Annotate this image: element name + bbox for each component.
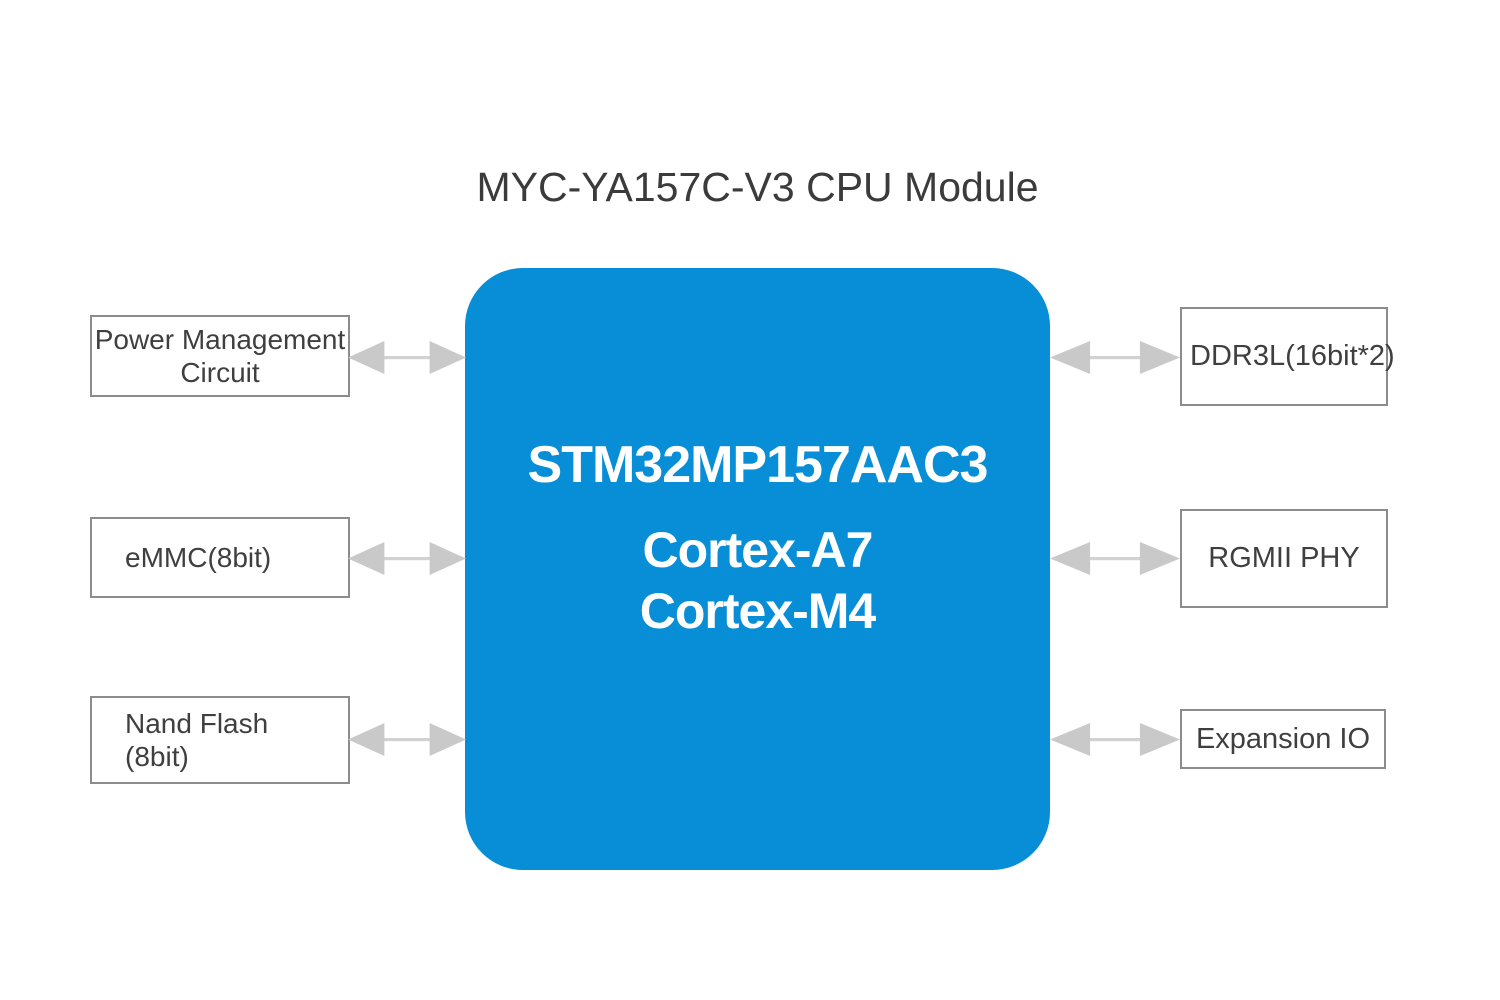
arrowhead-right xyxy=(429,723,466,756)
arrow-shaft xyxy=(1082,557,1148,561)
block-label: eMMC(8bit) xyxy=(92,541,348,574)
block-label: Nand Flash (8bit) xyxy=(92,707,348,773)
cpu-core-m4: Cortex-M4 xyxy=(639,583,876,639)
block-label-line: DDR3L(16bit*2) xyxy=(1190,340,1395,372)
block-label-line: Circuit xyxy=(180,357,260,388)
block-emmc: eMMC(8bit) xyxy=(90,517,350,598)
block-label-line: Expansion IO xyxy=(1195,722,1371,755)
arrow-cpu-rgmii-bidirectional-icon xyxy=(1050,542,1180,575)
arrowhead-left xyxy=(348,723,385,756)
block-label-line: (8bit) xyxy=(125,741,189,772)
block-nand-flash: Nand Flash (8bit) xyxy=(90,696,350,784)
block-label-line: Power Management xyxy=(94,324,346,355)
cpu-chip-name: STM32MP157AAC3 xyxy=(527,436,989,494)
arrow-cpu-ddr3l-bidirectional-icon xyxy=(1050,341,1180,374)
cpu-module-block: STM32MP157AAC3 Cortex-A7 Cortex-M4 xyxy=(465,268,1050,870)
block-label-line: RGMII PHY xyxy=(1208,542,1360,574)
block-expansion-io: Expansion IO xyxy=(1180,709,1386,769)
block-rgmii-phy: RGMII PHY xyxy=(1180,509,1388,608)
arrowhead-right xyxy=(1139,723,1180,756)
block-label-line: eMMC(8bit) xyxy=(125,542,272,573)
arrowhead-left xyxy=(1050,341,1091,374)
arrow-shaft xyxy=(377,738,437,742)
arrow-emmc-cpu-bidirectional-icon xyxy=(348,542,466,575)
arrowhead-left xyxy=(348,341,385,374)
arrowhead-left xyxy=(348,542,385,575)
block-label-line: Nand Flash xyxy=(125,708,269,739)
arrow-power-cpu-bidirectional-icon xyxy=(348,341,466,374)
arrow-shaft xyxy=(1082,738,1148,742)
arrowhead-left xyxy=(1050,542,1091,575)
arrowhead-right xyxy=(429,542,466,575)
arrowhead-left xyxy=(1050,723,1091,756)
block-label: RGMII PHY xyxy=(1182,542,1386,575)
arrowhead-right xyxy=(429,341,466,374)
cpu-core-a7: Cortex-A7 xyxy=(642,522,874,578)
arrow-shaft xyxy=(377,356,437,360)
arrowhead-right xyxy=(1139,341,1180,374)
block-label: Power Management Circuit xyxy=(92,323,348,389)
diagram-title: MYC-YA157C-V3 CPU Module xyxy=(476,164,1039,210)
arrow-shaft xyxy=(1082,356,1148,360)
arrow-nand-cpu-bidirectional-icon xyxy=(348,723,466,756)
arrow-shaft xyxy=(377,557,437,561)
cpu-cores: Cortex-A7 Cortex-M4 xyxy=(465,520,1050,642)
arrow-cpu-expansion-bidirectional-icon xyxy=(1050,723,1180,756)
block-label: DDR3L(16bit*2) xyxy=(1182,340,1395,373)
block-label: Expansion IO xyxy=(1182,723,1384,756)
block-ddr3l: DDR3L(16bit*2) xyxy=(1180,307,1395,406)
arrowhead-right xyxy=(1139,542,1180,575)
block-power-management-circuit: Power Management Circuit xyxy=(90,315,350,397)
